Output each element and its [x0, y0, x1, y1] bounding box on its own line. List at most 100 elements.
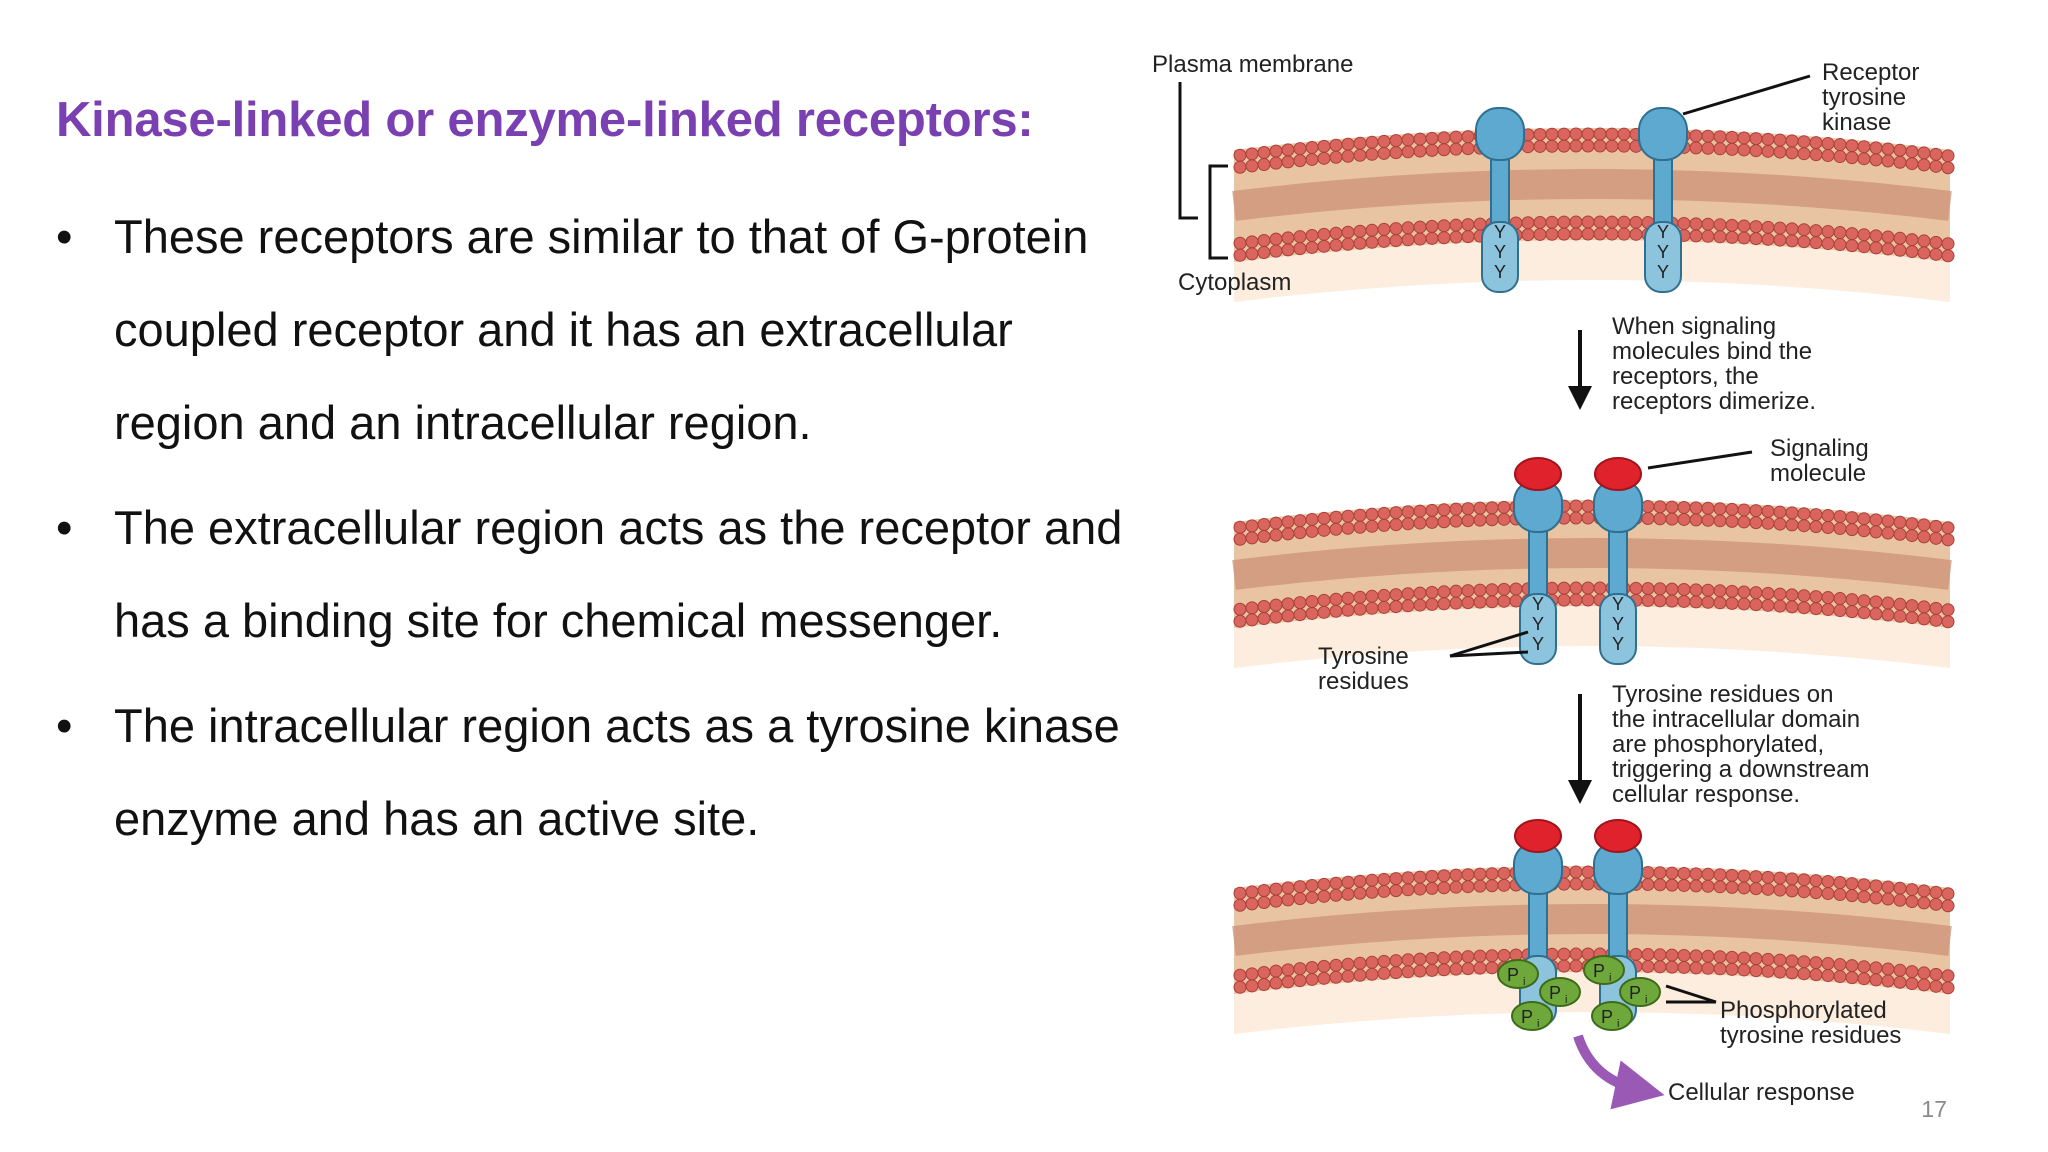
phospholipid-head	[1941, 237, 1955, 251]
phospholipid-head	[1845, 227, 1859, 241]
phospholipid-head	[1749, 586, 1763, 600]
phospholipid-head	[1233, 614, 1247, 628]
step1-line: receptors dimerize.	[1612, 388, 1816, 415]
phospholipid-head	[1365, 235, 1379, 249]
phospholipid-head	[1857, 594, 1871, 608]
phospholipid-head	[1449, 596, 1463, 610]
phospholipid-head	[1245, 601, 1259, 615]
phospholipid-head	[1581, 227, 1595, 241]
phospholipid-head	[1257, 245, 1271, 259]
phospholipid-head	[1941, 533, 1955, 547]
phospholipid-head	[1377, 234, 1391, 248]
phospholipid-head	[1581, 127, 1595, 141]
phospholipid-head	[1497, 594, 1511, 608]
phospholipid-head	[1725, 218, 1739, 232]
phospholipid-head	[1581, 511, 1595, 525]
phospholipid-head	[1281, 963, 1295, 977]
phospholipid-head	[1233, 980, 1247, 994]
step1-text: When signaling molecules bind the recept…	[1612, 313, 1819, 415]
phospholipid-head	[1785, 954, 1799, 968]
phosphate-glyph: P	[1601, 1007, 1613, 1027]
phospholipid-head	[1257, 517, 1271, 531]
phospholipid-head	[1245, 613, 1259, 627]
phospholipid-head	[1269, 156, 1283, 170]
phospholipid-head	[1497, 948, 1511, 962]
phospholipid-head	[1761, 516, 1775, 530]
phosphate-pointer	[1665, 984, 1717, 1004]
phospholipid-head	[1629, 227, 1643, 241]
phospholipid-head	[1797, 885, 1811, 899]
phospholipid-head	[1605, 127, 1619, 141]
phospholipid-head	[1545, 127, 1559, 141]
phospholipid-head	[1881, 596, 1895, 610]
phospholipid-head	[1461, 584, 1475, 598]
phospholipid-head	[1461, 880, 1475, 894]
phospholipid-head	[1377, 222, 1391, 236]
step2-text: Tyrosine residues on the intracellular d…	[1612, 681, 1876, 808]
phospholipid-head	[1413, 586, 1427, 600]
phospholipid-head	[1689, 229, 1703, 243]
step2-line: triggering a downstream	[1612, 756, 1869, 783]
phospholipid-head	[1821, 887, 1835, 901]
phospholipid-head	[1929, 519, 1943, 533]
phospholipid-head	[1533, 139, 1547, 153]
tyrosine-glyph: Y	[1657, 222, 1669, 242]
phospholipid-head	[1653, 960, 1667, 974]
phospholipid-head	[1701, 949, 1715, 963]
phospholipid-head	[1317, 877, 1331, 891]
phospholipid-head	[1833, 970, 1847, 984]
phospholipid-head	[1941, 249, 1955, 263]
phospholipid-head	[1329, 138, 1343, 152]
phospholipid-head	[1917, 966, 1931, 980]
phospholipid-head	[1329, 876, 1343, 890]
phospholipid-head	[1449, 514, 1463, 528]
phospholipid-head	[1245, 159, 1259, 173]
step1-line: molecules bind the	[1612, 338, 1812, 365]
tyrosine-glyph: Y	[1494, 242, 1506, 262]
phospholipid-head	[1413, 964, 1427, 978]
phospholipid-head	[1293, 230, 1307, 244]
phospholipid-head	[1929, 531, 1943, 545]
tyrosine-glyph: Y	[1612, 614, 1624, 634]
phospholipid-head	[1569, 959, 1583, 973]
phospholipid-head	[1893, 231, 1907, 245]
phospholipid-head	[1269, 976, 1283, 990]
phospholipid-head	[1833, 522, 1847, 536]
phospholipid-head	[1629, 215, 1643, 229]
phosphate-subscript: i	[1609, 972, 1611, 984]
phospholipid-head	[1257, 883, 1271, 897]
phospholipid-head	[1485, 595, 1499, 609]
phospholipid-head	[1449, 502, 1463, 516]
phospholipid-head	[1713, 218, 1727, 232]
cytoplasm-label: Cytoplasm	[1178, 269, 1291, 296]
phospholipid-head	[1725, 130, 1739, 144]
phospholipid-head	[1533, 215, 1547, 229]
phospholipid-head	[1305, 152, 1319, 166]
bullet-text: The intracellular region acts as a tyros…	[114, 699, 1120, 845]
phospholipid-head	[1305, 524, 1319, 538]
phospholipid-head	[1893, 881, 1907, 895]
phospholipid-head	[1725, 142, 1739, 156]
phospholipid-head	[1413, 882, 1427, 896]
bullet-marker: •	[56, 699, 73, 752]
phospholipid-head	[1305, 606, 1319, 620]
phospholipid-head	[1293, 892, 1307, 906]
phosphorylated-label: Phosphorylated tyrosine residues	[1720, 997, 1901, 1049]
phospholipid-head	[1365, 223, 1379, 237]
phospholipid-head	[1929, 601, 1943, 615]
phospholipid-head	[1725, 230, 1739, 244]
phospholipid-head	[1293, 154, 1307, 168]
phospholipid-head	[1905, 245, 1919, 259]
phospholipid-head	[1413, 516, 1427, 530]
phospholipid-head	[1377, 884, 1391, 898]
phospholipid-head	[1449, 584, 1463, 598]
phospholipid-head	[1437, 231, 1451, 245]
phospholipid-head	[1845, 959, 1859, 973]
phospholipid-head	[1737, 515, 1751, 529]
phospholipid-head	[1509, 582, 1523, 596]
tyrosine-residues-line: Tyrosine	[1318, 643, 1409, 670]
phospholipid-head	[1377, 134, 1391, 148]
phospholipid-head	[1437, 143, 1451, 157]
